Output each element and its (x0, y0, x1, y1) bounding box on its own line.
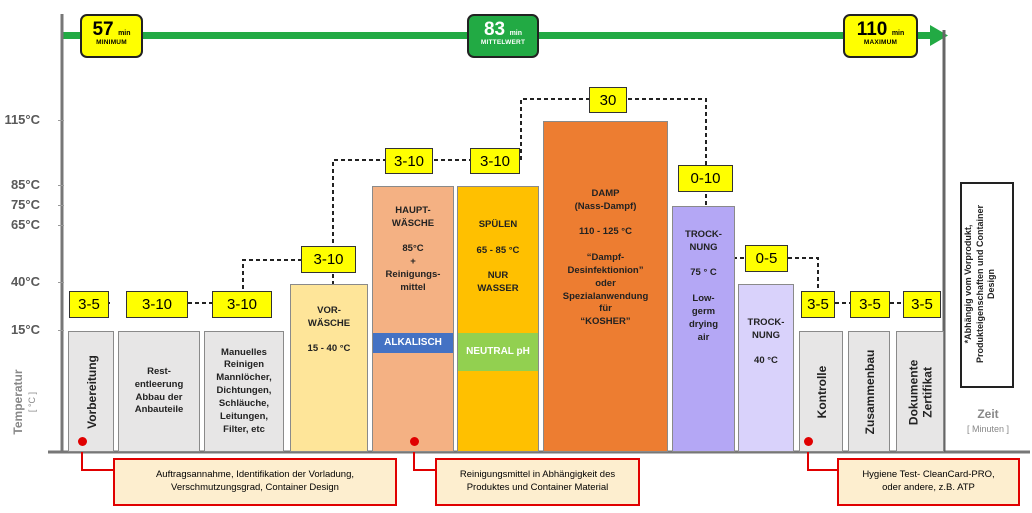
temp-label-65: 65°C (10, 217, 40, 232)
duration-vorbereitung: 3-5 (69, 291, 109, 318)
step-spuelen-label: SPÜLEN 65 - 85 °C NUR WASSER (476, 219, 520, 295)
neutral-ph-tag: NEUTRAL pH (458, 333, 538, 371)
duration-trocknung-2: 0-5 (745, 245, 788, 272)
note-connectors (81, 446, 837, 471)
time-max-box: 110 min MAXIMUM (843, 14, 918, 58)
time-mid-value: 83 (483, 19, 506, 40)
note-dot-1 (78, 437, 87, 446)
y-axis-title: Temperatur [ °C ] (11, 362, 41, 442)
note-reinigungsmittel: Reinigungsmittel in Abhängigkeit des Pro… (435, 458, 640, 506)
tick-40 (58, 282, 64, 283)
step-manuelles-reinigen: Manuelles Reinigen Mannlöcher, Dichtunge… (204, 331, 284, 452)
step-vorbereitung-label: Vorbereitung (85, 355, 99, 429)
time-mid-label: MITTELWERT (480, 39, 526, 46)
step-trocknung-1-label: TROCK- NUNG 75 ° C Low- germ drying air (685, 229, 722, 343)
note-hygiene-test: Hygiene Test- CleanCard-PRO, oder andere… (837, 458, 1020, 506)
time-mid-unit: min (509, 30, 523, 37)
x-axis-title: Zeit [ Minuten ] (953, 407, 1023, 434)
temp-label-75: 75°C (10, 197, 40, 212)
step-zusammenbau: Zusammenbau (848, 331, 890, 452)
duration-zusammenbau: 3-5 (850, 291, 890, 318)
step-trocknung-2: TROCK- NUNG 40 °C (738, 284, 794, 452)
duration-restentleerung: 3-10 (126, 291, 188, 318)
time-min-unit: min (118, 30, 131, 37)
step-vorwaesche-label: VOR- WÄSCHE 15 - 40 °C (307, 305, 351, 355)
note-dot-2 (410, 437, 419, 446)
step-trocknung-1: TROCK- NUNG 75 ° C Low- germ drying air (672, 206, 735, 452)
x-axis-unit: [ Minuten ] (966, 424, 1010, 434)
time-max-label: MAXIMUM (863, 39, 898, 46)
temp-label-85: 85°C (10, 177, 40, 192)
duration-vorwaesche: 3-10 (301, 246, 356, 273)
x-axis-title-text: Zeit (977, 407, 999, 421)
temp-label-40: 40°C (10, 274, 40, 289)
step-manuelles-reinigen-label: Manuelles Reinigen Mannlöcher, Dichtunge… (216, 346, 272, 435)
note-auftragsannahme: Auftragsannahme, Identifikation der Vorl… (113, 458, 397, 506)
temp-label-115: 115°C (4, 112, 40, 127)
step-dampf: DAMP (Nass-Dampf) 110 - 125 °C “Dampf- D… (543, 121, 668, 452)
note-dot-3 (804, 437, 813, 446)
time-mid-box: 83 min MITTELWERT (467, 14, 539, 58)
step-dampf-label: DAMP (Nass-Dampf) 110 - 125 °C “Dampf- D… (562, 188, 649, 328)
y-axis-title-text: Temperatur (11, 369, 25, 435)
tick-15 (58, 330, 64, 331)
step-restentleerung: Rest- entleerung Abbau der Anbauteile (118, 331, 200, 452)
duration-manuelles-reinigen: 3-10 (212, 291, 272, 318)
duration-hauptwaesche: 3-10 (385, 148, 433, 174)
duration-spuelen: 3-10 (470, 148, 520, 174)
alkalisch-tag: ALKALISCH (373, 333, 453, 353)
step-zusammenbau-label: Zusammenbau (863, 349, 877, 435)
time-min-value: 57 (92, 19, 114, 40)
time-max-unit: min (891, 30, 905, 37)
side-note-box: *Abhängig vom Vorprodukt, Produkteigensc… (960, 182, 1014, 388)
step-vorwaesche: VOR- WÄSCHE 15 - 40 °C (290, 284, 368, 452)
temp-label-15: 15°C (10, 322, 40, 337)
y-axis-unit: [ °C ] (27, 391, 37, 413)
step-kontrolle: Kontrolle (799, 331, 843, 452)
step-vorbereitung: Vorbereitung (68, 331, 114, 452)
step-dokumente-label: Dokumente Zertifikat (906, 359, 935, 426)
timeline-arrow-head (930, 25, 948, 46)
duration-dokumente: 3-5 (903, 291, 941, 318)
tick-115 (58, 120, 64, 121)
step-hauptwaesche: HAUPT- WÄSCHE 85°C + Reinigungs- mittel … (372, 186, 454, 452)
time-max-value: 110 (856, 19, 888, 40)
tick-65 (58, 225, 64, 226)
time-min-label: MINIMUM (96, 39, 127, 46)
side-note-text: *Abhängig vom Vorprodukt, Produkteigensc… (963, 205, 997, 364)
duration-trocknung-1: 0-10 (678, 165, 733, 192)
time-min-box: 57 min MINIMUM (80, 14, 143, 58)
step-spuelen: SPÜLEN 65 - 85 °C NUR WASSER NEUTRAL pH (457, 186, 539, 452)
step-hauptwaesche-label: HAUPT- WÄSCHE 85°C + Reinigungs- mittel (385, 205, 441, 293)
step-dokumente: Dokumente Zertifikat (896, 331, 944, 452)
step-trocknung-2-label: TROCK- NUNG 40 °C (747, 317, 785, 367)
step-kontrolle-label: Kontrolle (815, 365, 829, 419)
duration-dampf: 30 (589, 87, 627, 113)
tick-85 (58, 185, 64, 186)
step-restentleerung-label: Rest- entleerung Abbau der Anbauteile (134, 365, 184, 416)
duration-kontrolle: 3-5 (801, 291, 835, 318)
tick-75 (58, 205, 64, 206)
